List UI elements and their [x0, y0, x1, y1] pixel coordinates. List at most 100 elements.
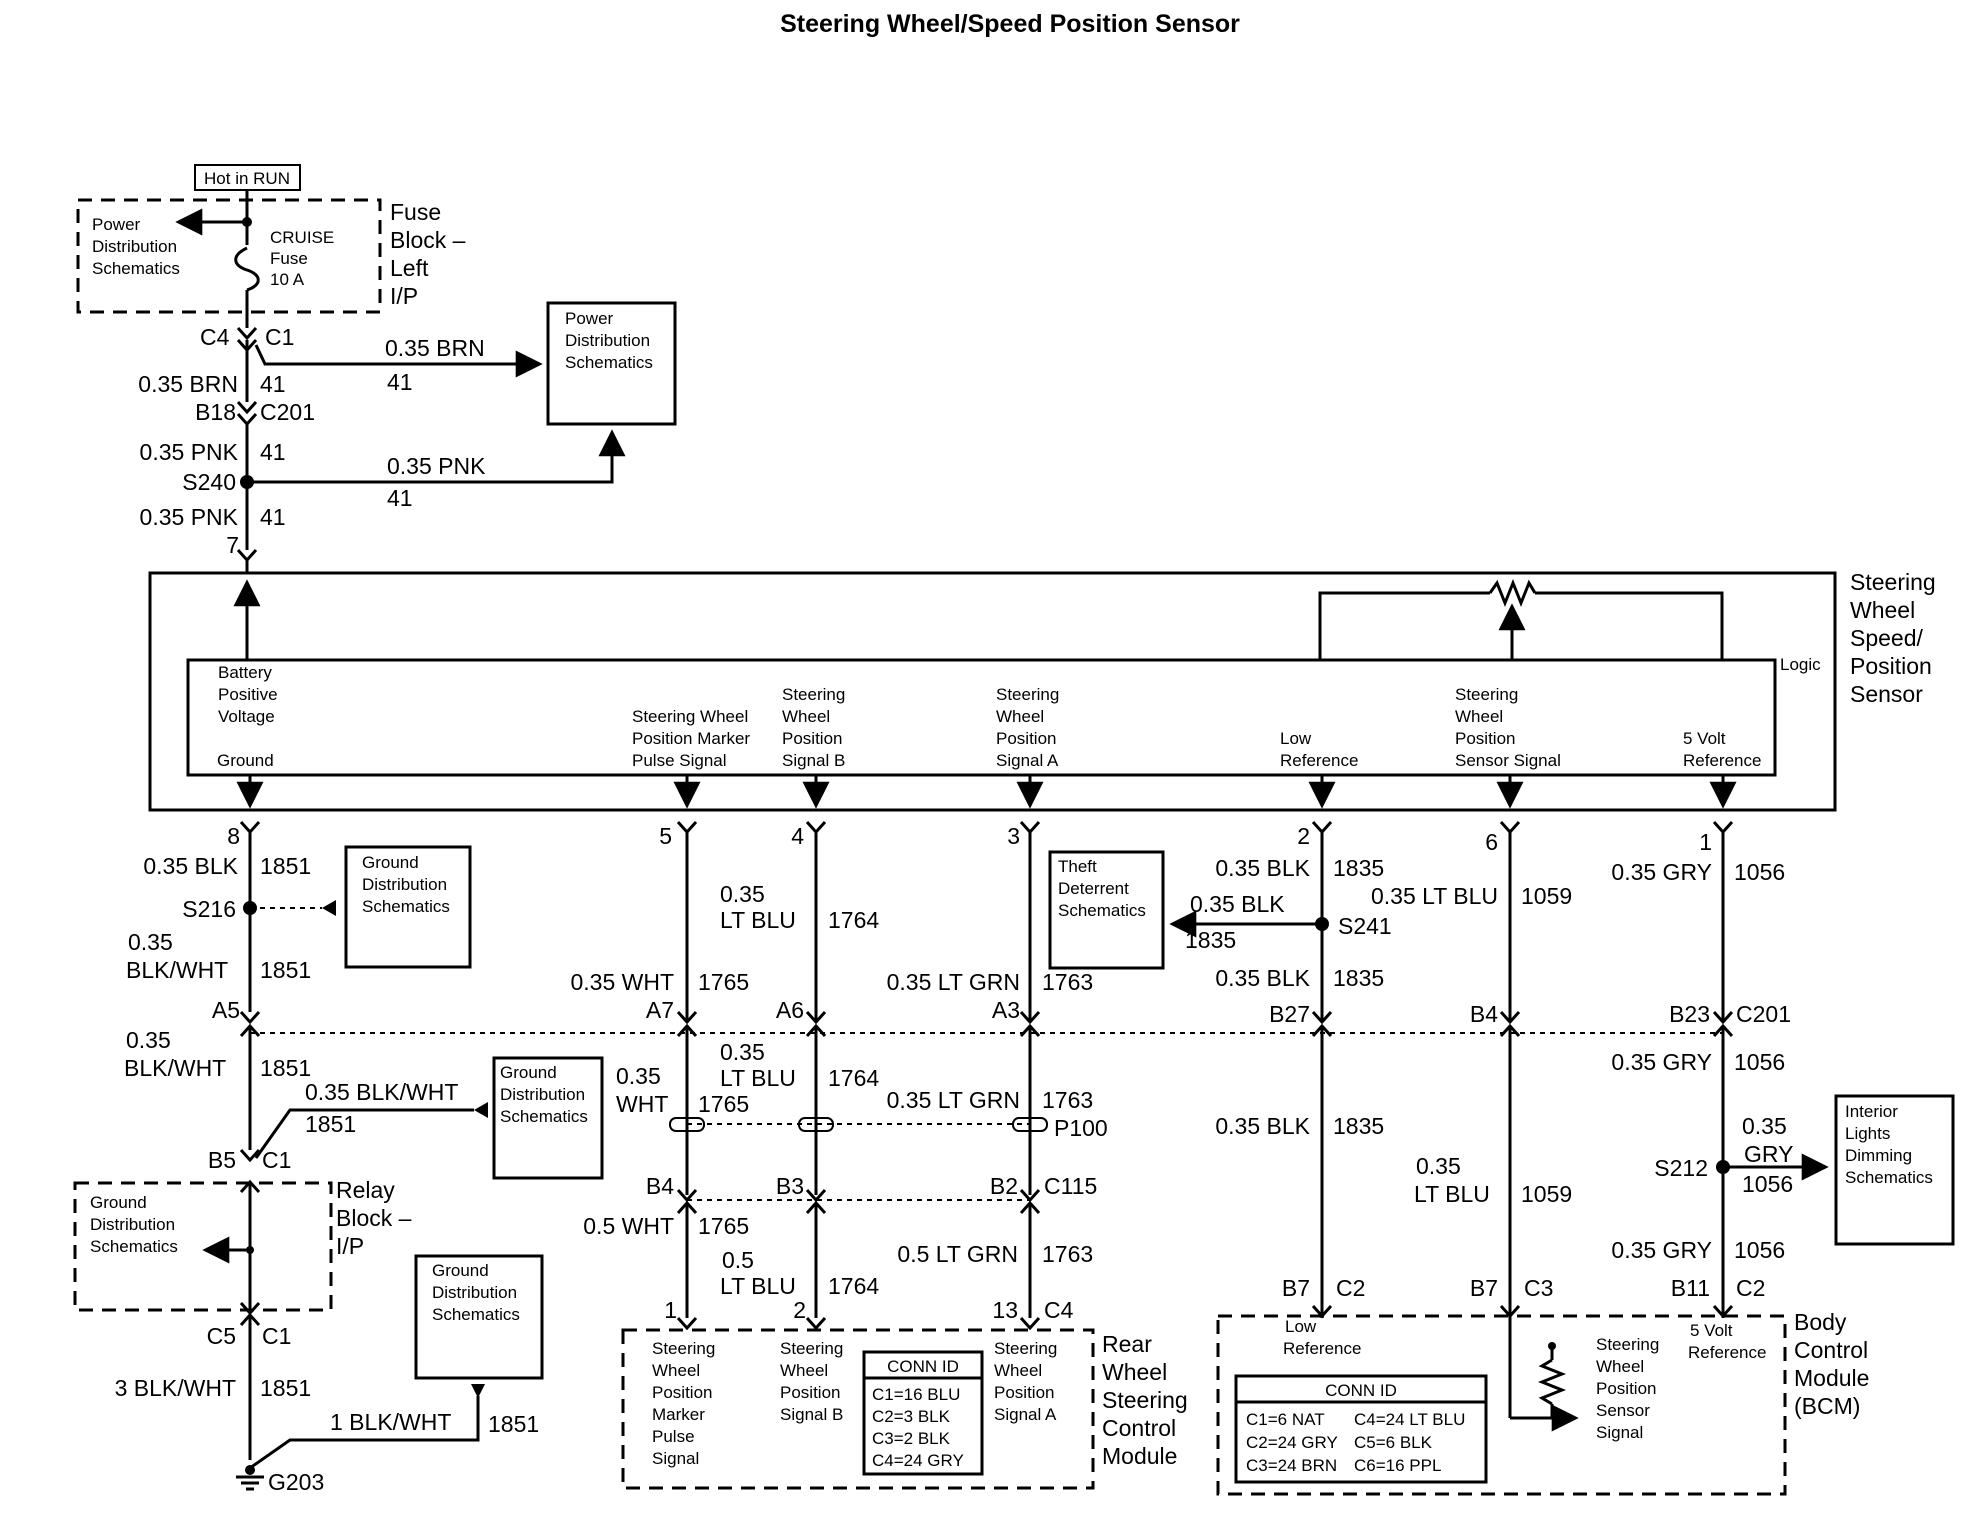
gd1-label: Ground Distribution Schematics — [362, 853, 452, 916]
ground-dist-box-2 — [492, 1056, 604, 1180]
splice-s216-label: S216 — [182, 896, 236, 922]
conn-b23-label: B23 — [1669, 1001, 1710, 1027]
marker-pin-label: Steering Wheel Position Marker Pulse Sig… — [632, 707, 755, 770]
sigb-w3-circuit: 1764 — [828, 1273, 879, 1299]
sig-b-wire: 0.35 LT BLU 1764 A6 0.35 LT BLU 1764 B3 … — [720, 832, 879, 1331]
conn-c3-sensig-label: C3 — [1524, 1275, 1553, 1301]
power-distribution-box — [546, 301, 677, 426]
fivev-w1-size: 0.35 GRY — [1611, 859, 1712, 885]
sensig-w2-size: 0.35 LT BLU — [1414, 1153, 1490, 1207]
theft-deterrent-box — [1048, 850, 1165, 970]
lowref-w1-circuit: 1835 — [1333, 855, 1384, 881]
bcm-conn-title: CONN ID — [1325, 1381, 1397, 1400]
cruise-fuse-label: CRUISE Fuse 10 A — [270, 228, 339, 289]
conn-c1-gnd-label: C1 — [262, 1147, 291, 1173]
sig-a-pin-label: Steering Wheel Position Signal A — [996, 685, 1064, 770]
lowref-w2-circuit: 1835 — [1333, 965, 1384, 991]
conn-b4-label: B4 — [646, 1173, 674, 1199]
bcm-sensor-label: Steering Wheel Position Sensor Signal — [1596, 1335, 1664, 1442]
fivev-w3-circuit: 1056 — [1734, 1237, 1785, 1263]
w2-circuit: 41 — [260, 439, 286, 465]
five-volt-wire: 0.35 GRY 1056 B23 C201 0.35 GRY 1056 S21… — [1611, 832, 1829, 1319]
conn-b7-lowref-label: B7 — [1282, 1275, 1310, 1301]
conn-c201-right-label: C201 — [1736, 1001, 1791, 1027]
siga-w3-circuit: 1763 — [1042, 1241, 1093, 1267]
marker-wire: 0.35 WHT 1765 A7 0.35 WHT 1765 B4 0.5 WH… — [570, 832, 749, 1331]
sensor-name: Steering Wheel Speed/ Position Sensor — [1850, 569, 1942, 707]
sensor-pins: 8 5 4 3 2 6 1 — [227, 820, 1734, 855]
low-ref-wire: 0.35 BLK 1835 0.35 BLK 1835 S241 0.35 BL… — [1169, 832, 1392, 1319]
batt-label: Battery Positive Voltage — [218, 663, 282, 726]
lowref-branch-circuit: 1835 — [1185, 927, 1236, 953]
sigb-w3-size: 0.5 LT BLU — [720, 1247, 796, 1299]
pin-2: 2 — [1297, 823, 1310, 849]
logic-label: Logic — [1780, 655, 1821, 674]
sensor-signal-wire: 0.35 LT BLU 1059 B4 0.35 LT BLU 1059 B7 … — [1371, 832, 1572, 1319]
sensig-w2-circuit: 1059 — [1521, 1181, 1572, 1207]
w2-branch-size: 0.35 PNK — [387, 453, 486, 479]
ground-g203-label: G203 — [268, 1469, 324, 1495]
rwsc-conn-title: CONN ID — [887, 1357, 959, 1376]
interior-lights-label: Interior Lights Dimming Schematics — [1845, 1102, 1933, 1187]
lowref-w1-size: 0.35 BLK — [1215, 855, 1310, 881]
splice-s212-label: S212 — [1654, 1155, 1708, 1181]
conn-c4-rwsc-label: C4 — [1044, 1297, 1074, 1323]
bcm-fivev-label: 5 Volt Reference — [1688, 1321, 1766, 1362]
marker-w1-size: 0.35 WHT — [570, 969, 674, 995]
conn-b7-sensig-label: B7 — [1470, 1275, 1498, 1301]
pin-3: 3 — [1007, 823, 1020, 849]
conn-a7-label: A7 — [646, 997, 674, 1023]
gnd-w1-size: 0.35 BLK — [143, 853, 238, 879]
low-ref-pin-label: Low Reference — [1280, 729, 1358, 770]
conn-b5-label: B5 — [208, 1147, 236, 1173]
rwsc-marker-label: Steering Wheel Position Marker Pulse Sig… — [652, 1339, 720, 1468]
rwsc-conn-id-box — [862, 1350, 984, 1476]
marker-w3-size: 0.5 WHT — [583, 1213, 674, 1239]
conn-a3-label: A3 — [992, 997, 1020, 1023]
rwsc-name: Rear Wheel Steering Control Module — [1102, 1331, 1194, 1469]
pin-1: 1 — [1699, 829, 1712, 855]
sensig-w1-size: 0.35 LT BLU — [1371, 883, 1498, 909]
splice-s241-label: S241 — [1338, 913, 1392, 939]
pin-4: 4 — [791, 823, 804, 849]
gnd-w2-size: 0.35 BLK/WHT — [126, 929, 228, 983]
w1-size: 0.35 BRN — [138, 371, 238, 397]
gd4-label: Ground Distribution Schematics — [432, 1261, 522, 1324]
bcm-name: Body Control Module (BCM) — [1794, 1309, 1876, 1419]
conn-a6-label: A6 — [776, 997, 804, 1023]
lowref-w3-circuit: 1835 — [1333, 1113, 1384, 1139]
fuse-block: Hot in RUN Fuse Block – Left I/P Power D… — [76, 164, 466, 328]
w3-size: 0.35 PNK — [140, 504, 239, 530]
sigb-w1-circuit: 1764 — [828, 907, 879, 933]
w1-branch-size: 0.35 BRN — [385, 335, 485, 361]
gnd-w1-circuit: 1851 — [260, 853, 311, 879]
page-title: Steering Wheel/Speed Position Sensor — [780, 10, 1240, 38]
gd2-label: Ground Distribution Schematics — [500, 1063, 590, 1126]
conn-p100-label: P100 — [1054, 1115, 1108, 1141]
siga-w1-size: 0.35 LT GRN — [887, 969, 1020, 995]
gnd-w4-circuit: 1851 — [260, 1375, 311, 1401]
bcm-conn-c3: C3=24 BRN — [1246, 1456, 1337, 1475]
hot-in-run-label: Hot in RUN — [204, 169, 290, 188]
sigb-w1-size: 0.35 LT BLU — [720, 881, 796, 933]
rwsc-siga-label: Steering Wheel Position Signal A — [994, 1339, 1062, 1424]
splice-s240-label: S240 — [182, 469, 236, 495]
w3-circuit: 41 — [260, 504, 286, 530]
potentiometer-icon — [1488, 578, 1537, 608]
conn-c1-label: C1 — [265, 324, 294, 350]
body-control-module: Body Control Module (BCM) Low Reference … — [1216, 1309, 1876, 1496]
marker-w1-circuit: 1765 — [698, 969, 749, 995]
ground-dist-box-4 — [414, 1254, 544, 1380]
gnd-w3-size: 0.35 BLK/WHT — [124, 1027, 226, 1081]
siga-w2-circuit: 1763 — [1042, 1087, 1093, 1113]
gnd-w4-size: 3 BLK/WHT — [115, 1375, 236, 1401]
conn-b11-label: B11 — [1671, 1275, 1710, 1301]
bcm-conn-c2: C2=24 GRY — [1246, 1433, 1338, 1452]
gnd-w3-circuit: 1851 — [260, 1055, 311, 1081]
bcm-conn-c4: C4=24 LT BLU — [1354, 1410, 1465, 1429]
conn-c115-label: C115 — [1044, 1173, 1097, 1199]
fivev-branch-circuit: 1056 — [1742, 1171, 1793, 1197]
conn-c2-lowref-label: C2 — [1336, 1275, 1365, 1301]
ground-dist-box-1 — [344, 845, 472, 969]
power-distribution-label: Power Distribution Schematics — [565, 309, 655, 372]
